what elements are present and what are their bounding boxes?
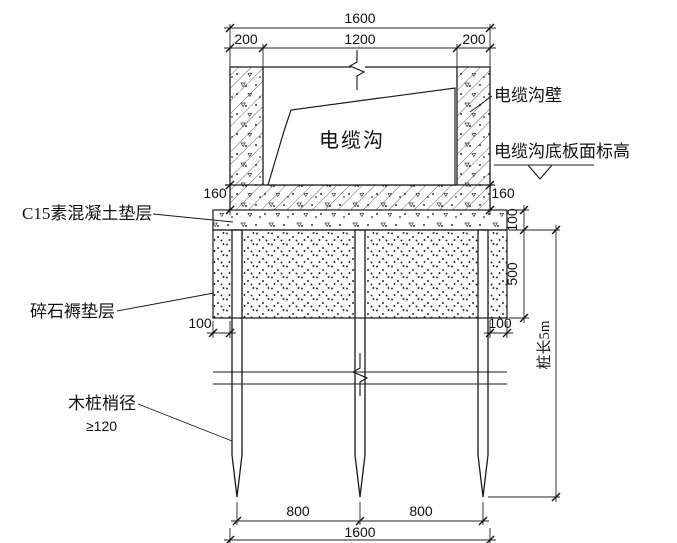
dim-overhang-left: 100 <box>188 315 212 331</box>
dim-lines-overhang <box>207 321 513 338</box>
dim-slab-right: 160 <box>491 185 515 201</box>
dim-top-right: 200 <box>462 31 486 47</box>
leader-lines <box>116 95 493 442</box>
break-line-top <box>348 50 366 90</box>
leader-wall-label <box>469 95 493 113</box>
label-cable-trench: 电缆沟 <box>319 129 385 152</box>
dim-overhang-right: 100 <box>488 315 512 331</box>
concrete-cushion-layer <box>212 209 508 231</box>
dim-pile-spacing-right: 800 <box>409 503 433 519</box>
label-pile-tip-diameter: 木桩梢径 <box>68 394 136 413</box>
leader-concrete-cushion <box>152 213 234 223</box>
dimension-ticks <box>208 23 561 543</box>
dim-lines-top <box>224 24 496 67</box>
trench-wall-specks <box>230 67 490 210</box>
cable-trench-cavity <box>267 87 456 186</box>
label-cable-trench-wall: 电缆沟壁 <box>494 86 562 105</box>
dim-top-total: 1600 <box>344 10 375 26</box>
dim-gravel-thickness: 500 <box>504 262 520 286</box>
label-pile-length: 桩长5m <box>536 320 553 370</box>
dim-cushion-thickness: 100 <box>504 208 520 232</box>
dim-top-middle: 1200 <box>344 31 375 47</box>
elevation-triangle-icon <box>526 164 554 180</box>
label-concrete-cushion: C15素混凝土垫层 <box>22 204 152 223</box>
dim-lines-right-chain <box>509 205 560 323</box>
wooden-pile-right <box>477 229 489 498</box>
dim-bottom-total: 1600 <box>344 524 375 540</box>
gravel-cushion-outline <box>212 229 508 319</box>
dim-slab-left: 160 <box>203 185 227 201</box>
leader-gravel-cushion <box>116 292 215 312</box>
label-pile-tip-diameter-value: ≥120 <box>86 418 117 434</box>
dim-pile-spacing-left: 800 <box>286 503 310 519</box>
label-gravel-cushion: 碎石褥垫层 <box>30 302 115 321</box>
break-line-middle <box>351 353 369 396</box>
wooden-pile-left <box>231 229 243 498</box>
elevation-symbol <box>494 164 594 180</box>
leader-pile-tip <box>137 403 233 442</box>
dim-lines-pile-length <box>488 225 560 502</box>
label-trench-floor-elevation: 电缆沟底板面标高 <box>494 142 630 161</box>
dim-top-left: 200 <box>234 31 258 47</box>
